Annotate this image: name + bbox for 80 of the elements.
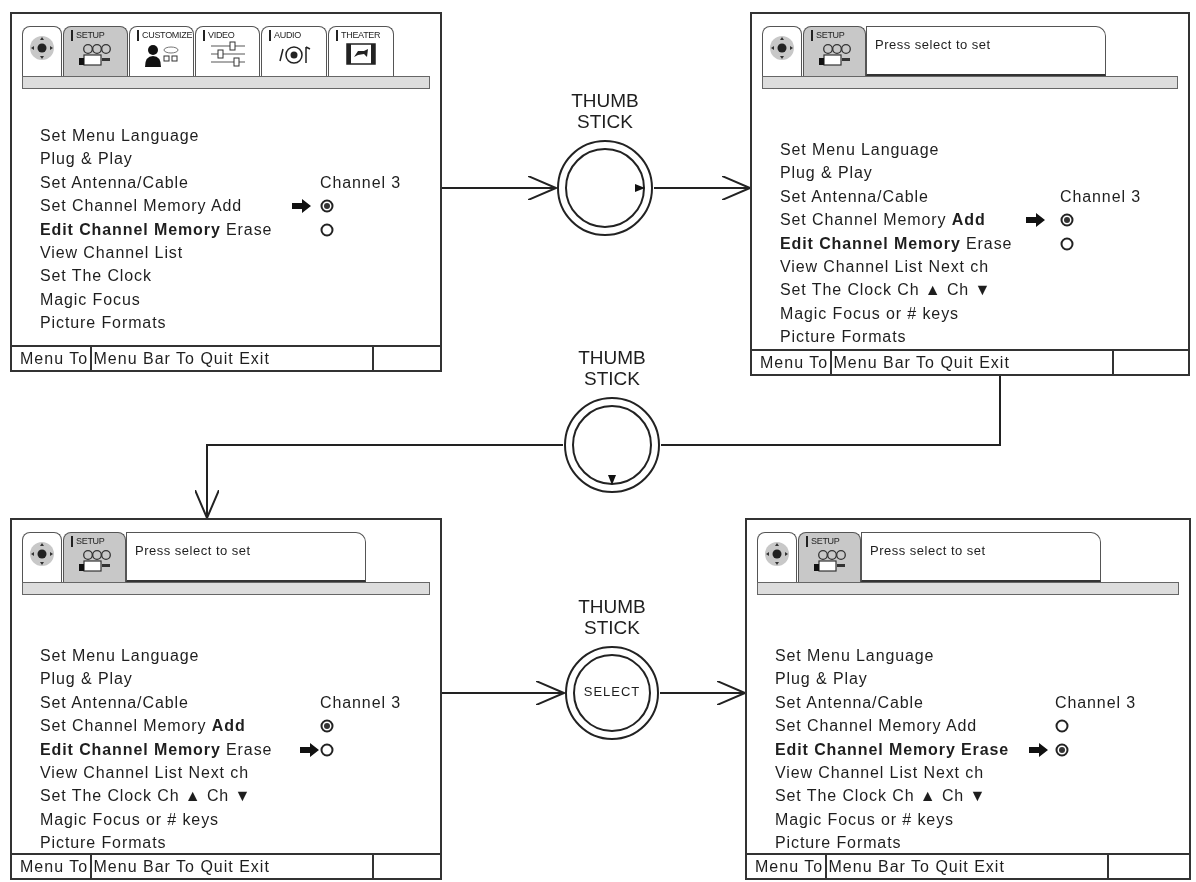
menu-item: Set Channel Memory Add xyxy=(780,210,986,230)
menu-tab xyxy=(63,26,128,76)
menu-item: Set Menu Language xyxy=(780,140,940,159)
menu-item: Set Channel Memory Add xyxy=(40,196,243,216)
tab-label: SETUP xyxy=(806,536,840,547)
menu-tab xyxy=(22,26,62,76)
menu-item: Set Menu Language xyxy=(40,646,200,665)
tab-label: CUSTOMIZE xyxy=(137,30,193,41)
menu-item: Plug & Play xyxy=(40,669,133,689)
status-text: Menu To Menu Bar To Quit Exit xyxy=(20,350,270,368)
menu-item: View Channel List xyxy=(40,243,184,262)
menu-tab xyxy=(798,532,861,582)
connector-line xyxy=(660,375,1001,446)
menu-item: Set The Clock Ch ▲ Ch ▼ xyxy=(40,786,252,806)
stick-label: THUMB STICK xyxy=(577,596,647,638)
menu-item: Edit Channel Memory Erase xyxy=(775,739,1010,759)
menu-item: View Channel List Next ch xyxy=(780,257,989,276)
menu-item: Plug & Play xyxy=(780,163,873,183)
menu-item: Plug & Play xyxy=(775,669,868,689)
menu-tab xyxy=(762,26,802,76)
menu-tab xyxy=(129,26,194,76)
tv-screen xyxy=(745,518,1191,880)
channel-value: Channel 3 xyxy=(320,172,402,192)
menu-item: Magic Focus xyxy=(40,289,141,309)
status-text: Menu To Menu Bar To Quit Exit xyxy=(20,858,270,876)
tv-screen xyxy=(10,518,442,880)
menu-item: Set Antenna/Cable xyxy=(40,172,189,192)
menu-item: Magic Focus or # keys xyxy=(780,303,959,323)
channel-value: Channel 3 xyxy=(320,692,402,712)
menu-tab xyxy=(63,532,126,582)
stick-label: THUMB STICK xyxy=(570,90,640,132)
menu-item: View Channel List Next ch xyxy=(40,763,249,782)
stick-label: THUMB STICK xyxy=(577,347,647,389)
menu-item: Magic Focus or # keys xyxy=(775,809,954,829)
prompt-box: Press select to set xyxy=(126,532,366,582)
menu-item: View Channel List Next ch xyxy=(775,763,984,782)
tv-screen xyxy=(750,12,1190,376)
tab-label: SETUP xyxy=(71,30,105,41)
button-label: SELECT xyxy=(583,684,641,699)
tab-label: AUDIO xyxy=(269,30,301,41)
arrow xyxy=(653,175,751,201)
menu-item: Set The Clock Ch ▲ Ch ▼ xyxy=(775,786,987,806)
channel-value: Channel 3 xyxy=(1055,692,1137,712)
arrow xyxy=(441,680,565,706)
prompt-box: Press select to set xyxy=(866,26,1106,76)
menu-item: Edit Channel Memory Erase xyxy=(40,739,273,759)
menu-item: Picture Formats xyxy=(40,833,167,853)
menu-item: Picture Formats xyxy=(775,833,902,853)
menu-item: Picture Formats xyxy=(780,327,907,347)
menu-tab xyxy=(803,26,866,76)
menu-item: Set Channel Memory Add xyxy=(775,716,978,736)
menu-item: Edit Channel Memory Erase xyxy=(780,233,1013,253)
channel-value: Channel 3 xyxy=(1060,186,1142,206)
menu-item: Picture Formats xyxy=(40,313,167,333)
menu-item: Set The Clock Ch ▲ Ch ▼ xyxy=(780,280,992,300)
menu-tab xyxy=(757,532,797,582)
menu-item: Set Menu Language xyxy=(775,646,935,665)
prompt-box: Press select to set xyxy=(861,532,1101,582)
menu-item: Set The Clock xyxy=(40,266,152,286)
arrow xyxy=(441,175,557,201)
menu-item: Set Menu Language xyxy=(40,126,200,145)
tab-label: THEATER xyxy=(336,30,381,41)
menu-item: Set Antenna/Cable xyxy=(775,692,924,712)
menu-tab xyxy=(328,26,394,76)
status-text: Menu To Menu Bar To Quit Exit xyxy=(760,354,1010,372)
menu-item: Set Antenna/Cable xyxy=(40,692,189,712)
arrow xyxy=(659,680,746,706)
menu-tab xyxy=(261,26,327,76)
menu-tab xyxy=(195,26,260,76)
arrow xyxy=(194,444,564,519)
status-text: Menu To Menu Bar To Quit Exit xyxy=(755,858,1005,876)
tv-screen xyxy=(10,12,442,372)
tab-label: SETUP xyxy=(71,536,105,547)
menu-item: Set Channel Memory Add xyxy=(40,716,246,736)
menu-tab xyxy=(22,532,62,582)
tab-label: SETUP xyxy=(811,30,845,41)
menu-item: Set Antenna/Cable xyxy=(780,186,929,206)
menu-item: Magic Focus or # keys xyxy=(40,809,219,829)
menu-item: Edit Channel Memory Erase xyxy=(40,219,273,239)
menu-item: Plug & Play xyxy=(40,149,133,169)
